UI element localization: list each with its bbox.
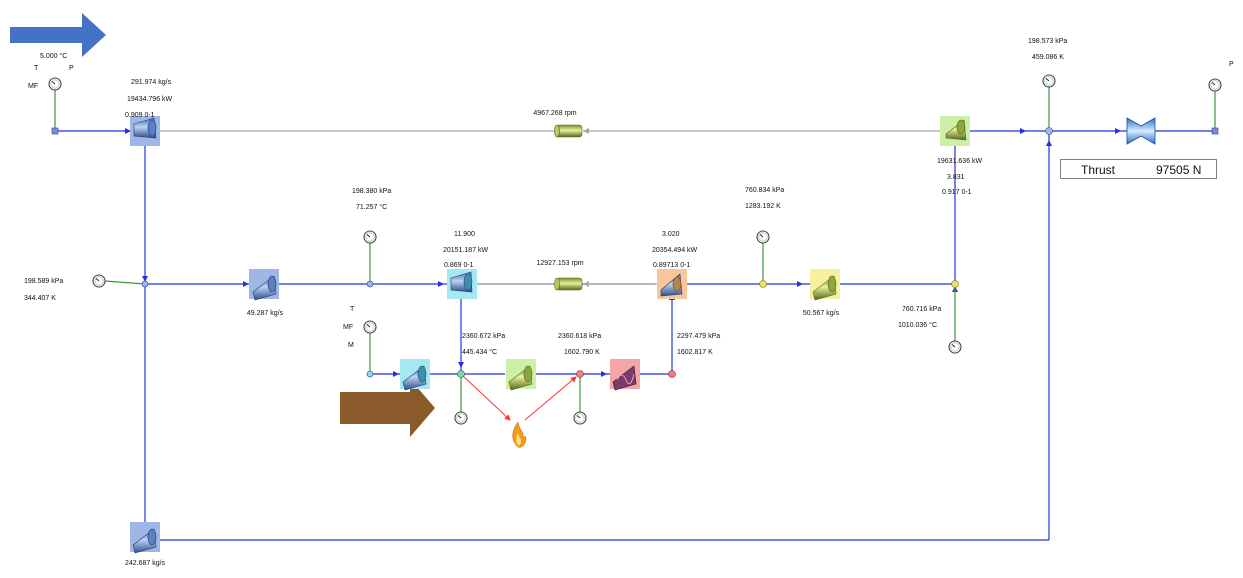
flow-nodes <box>51 127 1219 378</box>
lpt-efficiency: 0.917 0-1 <box>942 189 972 196</box>
hpc-outlet-temperature: 445.434 °C <box>462 349 498 356</box>
hpt-inlet-pressure: 2297.479 kPa <box>677 333 721 340</box>
hp-shaft-speed: 12927.153 rpm <box>536 260 584 267</box>
thrust-readout: Thrust 97505 N <box>1060 159 1217 179</box>
core-inlet-gauge-icon[interactable] <box>92 274 106 288</box>
exhaust-pressure: 198.573 kPa <box>1028 38 1068 45</box>
fuel-mf-label: MF <box>343 324 354 331</box>
shaft-arrowheads <box>583 128 589 287</box>
inlet-temperature: 5.000 °C <box>40 53 68 60</box>
flow-lines <box>55 130 1215 541</box>
hpt-power: 20354.494 kW <box>652 247 698 254</box>
core-inlet-temperature: 344.407 K <box>24 295 56 302</box>
fuel-flame-icon[interactable] <box>512 421 527 448</box>
core-inlet-pressure: 198.589 kPa <box>24 278 64 285</box>
hpc-outlet-pressure: 2360.672 kPa <box>462 333 506 340</box>
sensor-stems <box>54 84 1216 415</box>
shaft-lines <box>160 130 940 285</box>
exhaust-temperature: 459.086 K <box>1032 54 1064 61</box>
hpc-outlet-gauge-icon[interactable] <box>454 411 468 425</box>
hpt-efficiency: 0.89713 0-1 <box>653 262 691 269</box>
lp-shaft-speed: 4967.268 rpm <box>533 110 577 117</box>
lpt-pressure-ratio: 3.831 <box>947 174 965 181</box>
hpc-power: 20151.187 kW <box>443 247 489 254</box>
inlet-mass-flow: 291.974 kg/s <box>131 79 172 86</box>
mixer-duct-block[interactable] <box>506 359 536 391</box>
fan-block[interactable] <box>130 116 160 146</box>
hp-compressor-block[interactable] <box>447 269 477 299</box>
hpt-outlet-gauge-icon[interactable] <box>756 230 770 244</box>
exhaust-gauge-icon[interactable] <box>1042 74 1056 88</box>
inlet-gauge-icon[interactable] <box>48 77 62 91</box>
bypass-mass-flow: 242.687 kg/s <box>124 560 166 567</box>
hpc-inlet-gauge-icon[interactable] <box>363 230 377 244</box>
exhaust-p-label: P <box>1229 61 1234 68</box>
hpc-efficiency: 0.869 0-1 <box>444 262 474 269</box>
inlet-arrow <box>10 13 106 57</box>
nozzle-block[interactable] <box>1126 117 1156 145</box>
hpt-pressure-ratio: 3.020 <box>662 231 680 238</box>
inlet-t-label: T <box>34 65 39 72</box>
combustor-outlet-temperature: 1602.790 K <box>564 349 600 356</box>
lp-turbine-block[interactable] <box>940 116 970 146</box>
lpt-power: 19631.636 kW <box>937 158 983 165</box>
hp-turbine-block[interactable] <box>657 269 687 299</box>
core-mass-flow: 49.287 kg/s <box>246 310 284 317</box>
fuel-arrow <box>340 379 435 437</box>
hot-mass-flow: 50.567 kg/s <box>802 310 840 317</box>
gauges <box>48 74 1222 425</box>
hpt-outlet-temperature: 1283.192 K <box>745 203 781 210</box>
fuel-lines <box>462 375 577 421</box>
hpt-outlet-pressure: 760.834 kPa <box>745 187 785 194</box>
hot-duct-block[interactable] <box>810 269 840 301</box>
hpt-inlet-temperature: 1602.817 K <box>677 349 713 356</box>
hpc-inlet-pressure: 198.380 kPa <box>352 188 392 195</box>
bleed-duct-block[interactable] <box>400 359 430 391</box>
fuel-t-label: T <box>350 306 355 313</box>
core-duct-block[interactable] <box>249 269 279 301</box>
bypass-duct-block[interactable] <box>130 522 160 554</box>
fan-power: 19434.796 kW <box>127 96 173 103</box>
combustor-block[interactable] <box>610 359 640 391</box>
hpc-inlet-temperature: 71.257 °C <box>356 204 388 211</box>
fan-efficiency: 0.909 0-1 <box>125 112 155 119</box>
thrust-value: 97505 N <box>1156 163 1202 177</box>
hpc-pressure-ratio: 11.900 <box>454 231 475 238</box>
lpt-inlet-pressure: 760.716 kPa <box>902 306 942 313</box>
hp-shaft-cylinder[interactable] <box>554 277 583 291</box>
lp-shaft-cylinder[interactable] <box>554 124 583 138</box>
lpt-inlet-temperature: 1010.036 °C <box>898 322 937 329</box>
combustor-gauge-icon[interactable] <box>573 411 587 425</box>
thrust-label: Thrust <box>1081 163 1116 177</box>
inlet-mf-label: MF <box>28 83 39 90</box>
outlet-gauge-icon[interactable] <box>1208 78 1222 92</box>
fuel-m-label: M <box>348 342 354 349</box>
fuel-gauge-icon[interactable] <box>363 320 377 334</box>
combustor-outlet-pressure: 2360.618 kPa <box>558 333 602 340</box>
lpt-inlet-gauge-icon[interactable] <box>948 340 962 354</box>
inlet-p-label: P <box>69 65 74 72</box>
